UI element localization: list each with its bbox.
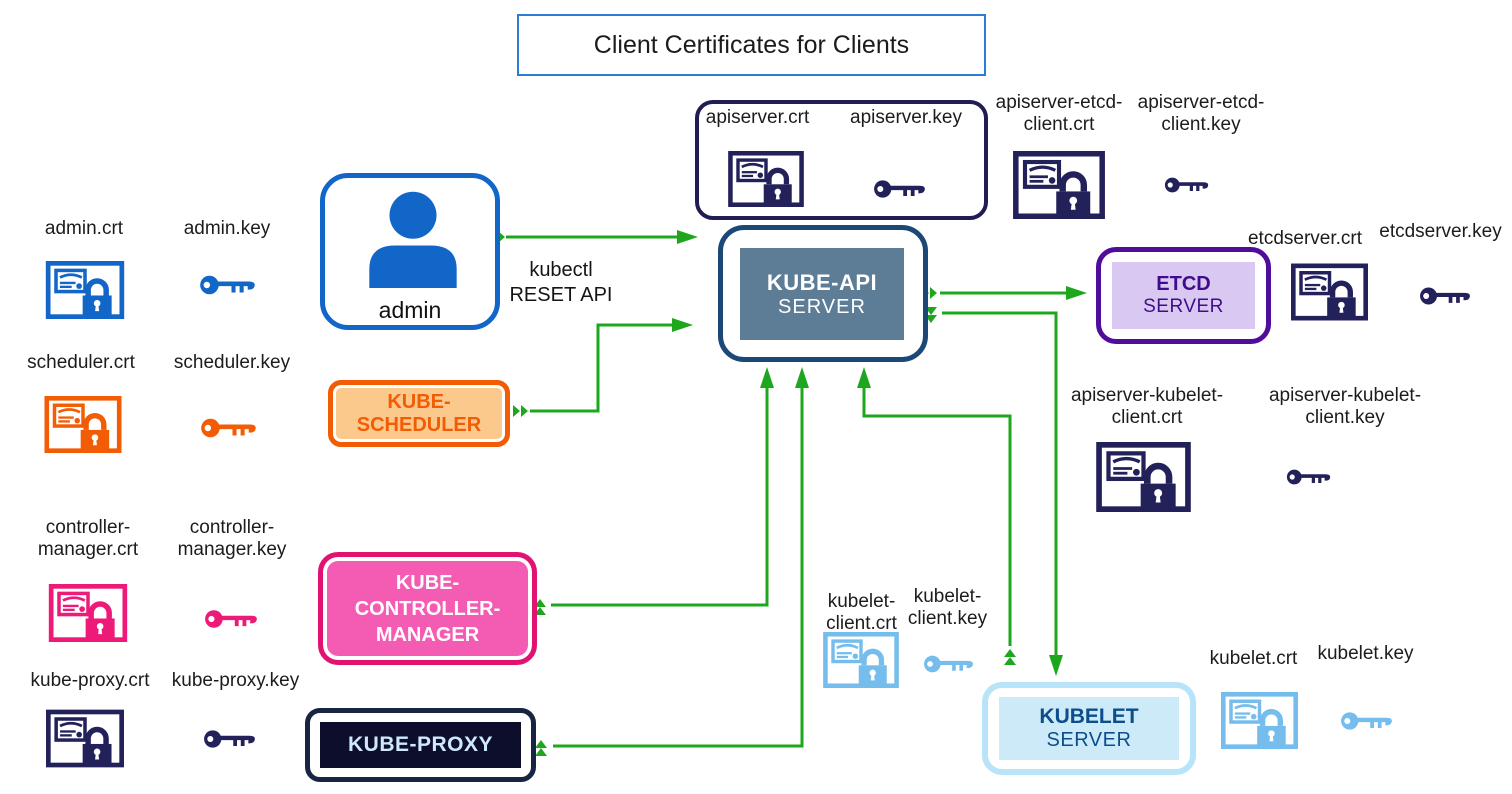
node-kube-controller-manager: KUBE-CONTROLLER-MANAGER <box>318 552 537 665</box>
node-etcd-server: ETCD SERVER <box>1096 247 1271 344</box>
kube-proxy-key-label: kube-proxy.key <box>171 670 300 691</box>
scheduler-key-label: scheduler.key <box>173 352 291 373</box>
apiserver-crt-label: apiserver.crt <box>705 107 810 128</box>
kubectl-line: kubectl <box>529 259 593 281</box>
kubelet-type: SERVER <box>1046 729 1132 751</box>
node-kubelet-server: KUBELET SERVER <box>982 682 1196 775</box>
key-icon <box>1286 466 1332 488</box>
kube-api-type: SERVER <box>778 295 866 318</box>
diagram-title-box: Client Certificates for Clients <box>517 14 986 76</box>
key-icon <box>200 414 258 442</box>
key-icon <box>923 650 975 678</box>
apiserver-kubelet-client-key-label: apiserver-kubelet-client.key <box>1268 385 1422 429</box>
apiserver-kubelet-client-crt-label: apiserver-kubelet-client.crt <box>1070 385 1224 429</box>
arrow-controller-manager-to-apiserver <box>551 388 769 607</box>
node-kube-scheduler: KUBE-SCHEDULER <box>328 380 510 447</box>
kube-api-name: KUBE-API <box>766 269 878 295</box>
etcdserver-key-label: etcdserver.key <box>1379 221 1502 242</box>
node-kube-proxy: KUBE-PROXY <box>305 708 536 782</box>
kube-proxy-panel: KUBE-PROXY <box>320 722 521 768</box>
certificate-icon <box>44 396 122 453</box>
etcd-type: SERVER <box>1143 296 1224 317</box>
key-icon <box>199 271 257 299</box>
kubelet-key-label: kubelet.key <box>1317 643 1414 664</box>
scheduler-crt-label: scheduler.crt <box>27 352 135 373</box>
admin-crt-label: admin.crt <box>44 218 124 239</box>
controller-manager-crt-label: controller-manager.crt <box>37 517 139 561</box>
node-kube-api-server: KUBE-API SERVER <box>718 225 928 362</box>
key-icon <box>873 176 927 202</box>
kubectl-rest-api-annotation: kubectl RESET API <box>496 258 626 308</box>
kubelet-crt-label: kubelet.crt <box>1209 648 1298 669</box>
kubelet-client-crt-label: kubelet-client.crt <box>826 591 897 635</box>
kube-api-server-panel: KUBE-API SERVER <box>740 248 904 340</box>
key-icon <box>203 726 257 752</box>
etcdserver-crt-label: etcdserver.crt <box>1247 228 1363 249</box>
certificate-icon <box>1012 151 1106 219</box>
certificate-icon <box>822 632 900 688</box>
key-icon <box>1419 283 1472 309</box>
kubelet-server-panel: KUBELET SERVER <box>999 697 1179 760</box>
certificate-icon <box>1220 692 1299 749</box>
kubelet-name: KUBELET <box>1039 705 1139 728</box>
certificate-icon <box>1096 442 1191 512</box>
etcd-server-panel: ETCD SERVER <box>1112 262 1255 329</box>
arrow-proxy-to-apiserver <box>553 388 804 748</box>
certificate-icon <box>45 261 125 319</box>
certificate-icon <box>48 584 128 642</box>
rest-api-line: RESET API <box>509 284 613 306</box>
certificate-icon <box>727 151 805 207</box>
node-admin <box>320 173 500 330</box>
certificate-icon <box>1291 262 1368 322</box>
admin-key-label: admin.key <box>183 218 271 239</box>
certificate-icon <box>46 709 124 768</box>
person-icon <box>357 185 469 297</box>
kube-scheduler-name: KUBE-SCHEDULER <box>356 390 482 436</box>
diagram-title: Client Certificates for Clients <box>593 30 910 59</box>
kube-proxy-crt-label: kube-proxy.crt <box>30 670 150 691</box>
controller-manager-key-label: controller-manager.key <box>177 517 287 561</box>
apiserver-etcd-client-crt-label: apiserver-etcd-client.crt <box>995 92 1123 136</box>
kube-controller-manager-name: KUBE-CONTROLLER-MANAGER <box>354 571 501 646</box>
arrow-scheduler-to-apiserver <box>530 323 673 413</box>
apiserver-key-label: apiserver.key <box>850 107 962 128</box>
key-icon <box>204 606 259 632</box>
key-icon <box>1340 708 1394 734</box>
apiserver-etcd-client-key-label: apiserver-etcd-client.key <box>1137 92 1265 136</box>
etcd-name: ETCD <box>1156 273 1211 295</box>
kube-proxy-name: KUBE-PROXY <box>347 733 494 756</box>
kubelet-client-key-label: kubelet-client.key <box>907 586 988 630</box>
key-icon <box>1164 174 1210 196</box>
admin-label: admin <box>378 297 442 323</box>
